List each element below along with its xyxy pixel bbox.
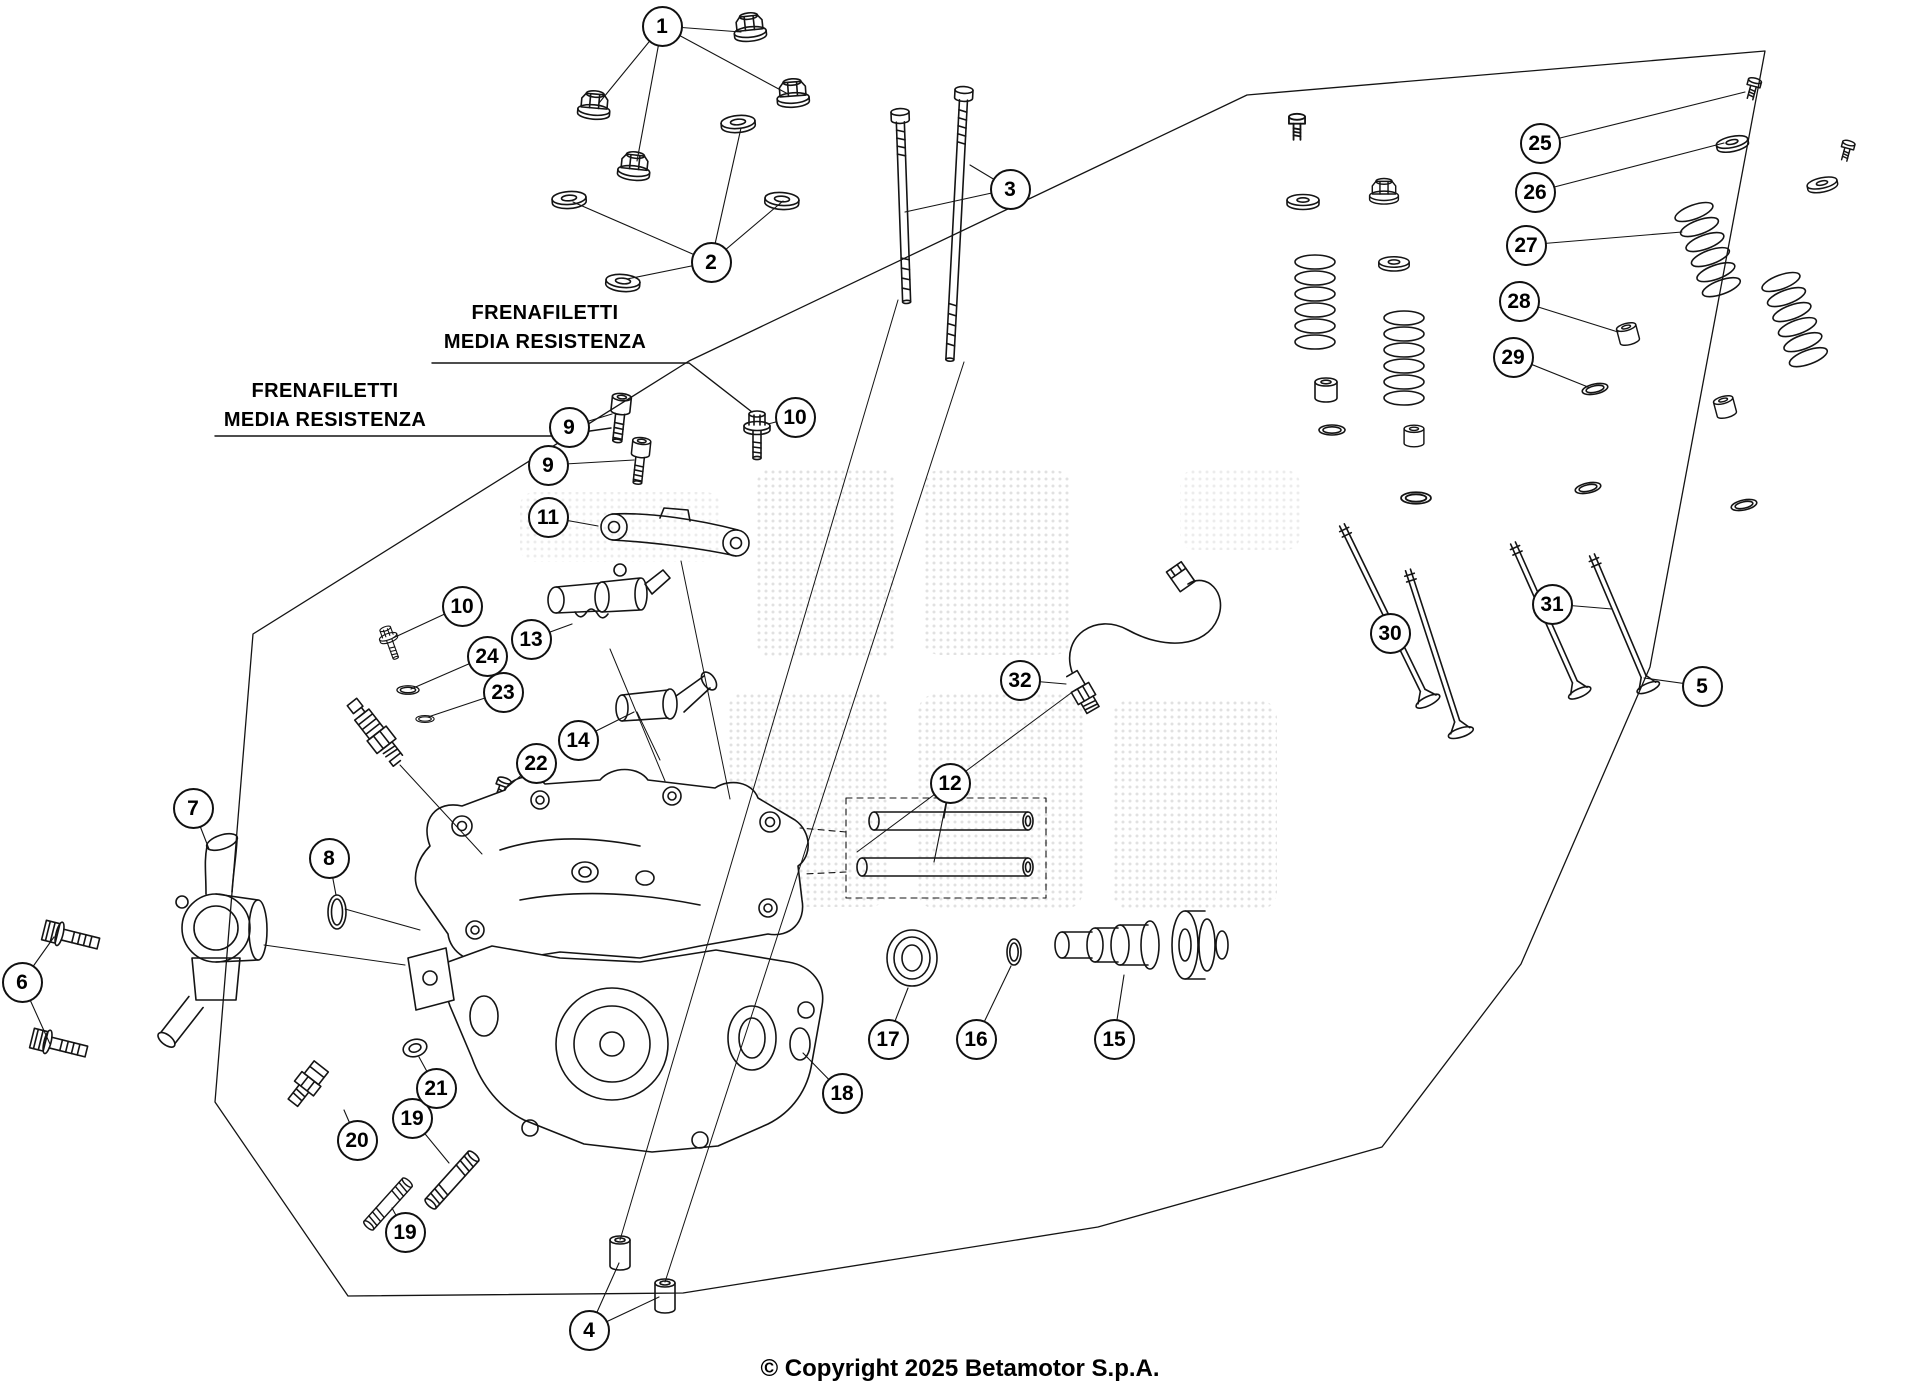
camshaft bbox=[1054, 910, 1229, 980]
leader-lines bbox=[21, 25, 1746, 1331]
callout-31: 31 bbox=[1531, 583, 1573, 625]
washers-group bbox=[550, 113, 801, 294]
callout-24: 24 bbox=[466, 635, 508, 677]
callout-10: 10 bbox=[774, 396, 816, 438]
callout-16: 16 bbox=[955, 1018, 997, 1060]
callout-18: 18 bbox=[821, 1072, 863, 1114]
callout-28: 28 bbox=[1498, 280, 1540, 322]
hex-bolts-6 bbox=[28, 919, 101, 1058]
o-ring-8 bbox=[327, 894, 347, 930]
callout-6: 6 bbox=[1, 961, 43, 1003]
note-line-1: FRENAFILETTI bbox=[251, 380, 399, 402]
callout-13: 13 bbox=[510, 618, 552, 660]
boundary-outline bbox=[214, 50, 1766, 1297]
callout-29: 29 bbox=[1492, 336, 1534, 378]
pipe-union bbox=[615, 671, 718, 722]
note-line-2: MEDIA RESISTENZA bbox=[443, 331, 647, 353]
valve-gear-left bbox=[1286, 112, 1432, 505]
dowel-pins bbox=[799, 797, 1047, 899]
callout-25: 25 bbox=[1519, 122, 1561, 164]
callout-22: 22 bbox=[515, 742, 557, 784]
thermostat-assembly bbox=[157, 832, 268, 1048]
callout-8: 8 bbox=[308, 837, 350, 879]
callout-3: 3 bbox=[989, 168, 1031, 210]
callout-10: 10 bbox=[441, 585, 483, 627]
callout-19: 19 bbox=[384, 1211, 426, 1253]
o-ring-16 bbox=[1006, 938, 1022, 966]
note-threadlocker-left: FRENAFILETTI MEDIA RESISTENZA bbox=[200, 377, 450, 435]
temp-sensor bbox=[287, 1060, 330, 1108]
bearing-17 bbox=[886, 929, 938, 987]
callout-17: 17 bbox=[867, 1018, 909, 1060]
callout-4: 4 bbox=[568, 1309, 610, 1351]
callout-32: 32 bbox=[999, 659, 1041, 701]
callout-15: 15 bbox=[1093, 1018, 1135, 1060]
callout-5: 5 bbox=[1681, 665, 1723, 707]
note-line-1: FRENAFILETTI bbox=[471, 302, 619, 324]
cam-lever-assembly bbox=[547, 563, 671, 619]
studs-19 bbox=[363, 1150, 480, 1231]
spark-plug bbox=[346, 697, 404, 767]
bracket-plate bbox=[600, 507, 750, 557]
callout-21: 21 bbox=[415, 1067, 457, 1109]
callout-19: 19 bbox=[391, 1097, 433, 1139]
callout-23: 23 bbox=[482, 671, 524, 713]
note-threadlocker-right: FRENAFILETTI MEDIA RESISTENZA bbox=[420, 299, 670, 357]
callout-27: 27 bbox=[1505, 224, 1547, 266]
callout-11: 11 bbox=[527, 496, 569, 538]
oxygen-sensor bbox=[1066, 560, 1222, 715]
stud-bolts bbox=[890, 85, 974, 363]
callout-26: 26 bbox=[1514, 171, 1556, 213]
copyright-text: © Copyright 2025 Betamotor S.p.A. bbox=[760, 1355, 1160, 1382]
callout-1: 1 bbox=[641, 5, 683, 47]
callout-7: 7 bbox=[172, 787, 214, 829]
callout-9: 9 bbox=[527, 444, 569, 486]
valve-gear-right bbox=[1573, 75, 1857, 514]
callout-14: 14 bbox=[557, 719, 599, 761]
callout-12: 12 bbox=[929, 762, 971, 804]
cylinder-head bbox=[407, 768, 824, 1153]
callout-30: 30 bbox=[1369, 612, 1411, 654]
tappet-caps bbox=[609, 1235, 676, 1314]
callout-20: 20 bbox=[336, 1119, 378, 1161]
socket-screws-9 bbox=[606, 391, 652, 486]
flange-nuts-group bbox=[576, 10, 811, 183]
callout-9: 9 bbox=[548, 406, 590, 448]
note-line-2: MEDIA RESISTENZA bbox=[223, 409, 427, 431]
callout-2: 2 bbox=[690, 241, 732, 283]
sealing-washer-21 bbox=[402, 1038, 428, 1058]
